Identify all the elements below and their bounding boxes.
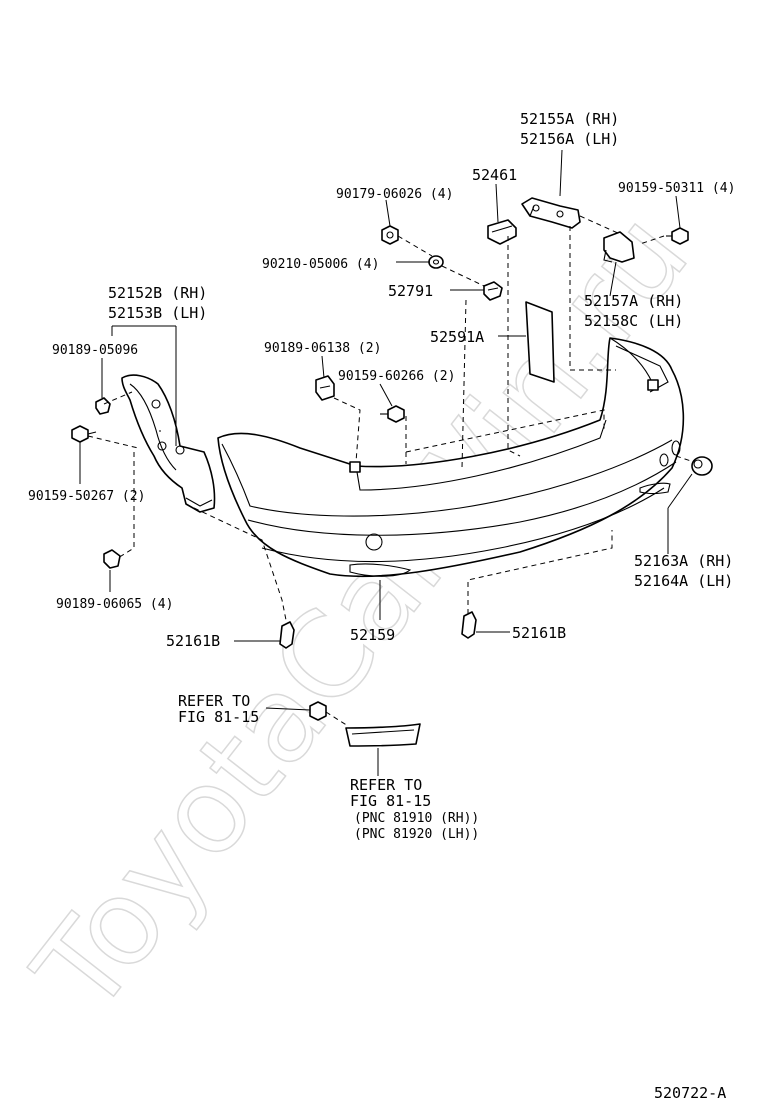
label-52461[interactable]: 52461 <box>472 166 517 184</box>
diagram-id: 520722-A <box>654 1084 726 1102</box>
refer-fig-1-line2[interactable]: FIG 81-15 <box>178 708 259 726</box>
refer-fig-1-line1[interactable]: REFER TO <box>178 692 250 710</box>
refer-fig-2-line1[interactable]: REFER TO <box>350 776 422 794</box>
label-90189-06065[interactable]: 90189-06065 (4) <box>56 597 173 612</box>
part-labels: 52155A (RH) 52156A (LH) 52461 90179-0602… <box>28 110 735 1102</box>
nut-90179[interactable] <box>381 225 399 245</box>
label-90159-50267[interactable]: 90159-50267 (2) <box>28 489 145 504</box>
label-90189-06138[interactable]: 90189-06138 (2) <box>264 341 381 356</box>
cap-52163A[interactable] <box>691 456 713 476</box>
label-90179-06026[interactable]: 90179-06026 (4) <box>336 187 453 202</box>
label-52164A[interactable]: 52164A (LH) <box>634 572 733 590</box>
refer-fig-2-line2[interactable]: FIG 81-15 <box>350 792 431 810</box>
label-90210-05006[interactable]: 90210-05006 (4) <box>262 257 379 272</box>
screw-90159-50267[interactable] <box>71 425 97 443</box>
screw-refer-fig[interactable] <box>309 701 327 721</box>
screw-90159-60266[interactable] <box>380 405 405 423</box>
label-52163A[interactable]: 52163A (RH) <box>634 552 733 570</box>
label-52791[interactable]: 52791 <box>388 282 433 300</box>
label-52157A[interactable]: 52157A (RH) <box>584 292 683 310</box>
label-52155A[interactable]: 52155A (RH) <box>520 110 619 128</box>
washer-90210[interactable] <box>428 255 444 269</box>
label-90159-50311[interactable]: 90159-50311 (4) <box>618 181 735 196</box>
label-52153B[interactable]: 52153B (LH) <box>108 304 207 322</box>
fastener-52161B-left[interactable] <box>279 621 295 649</box>
retainer-52157A[interactable] <box>603 231 635 263</box>
label-90189-05096[interactable]: 90189-05096 <box>52 343 138 358</box>
clip-52791[interactable] <box>483 281 503 301</box>
plate-52591A[interactable] <box>525 301 555 383</box>
label-52158C[interactable]: 52158C (LH) <box>584 312 683 330</box>
refer-fig-2-line3[interactable]: (PNC 81910 (RH)) <box>354 811 479 826</box>
assembly-lines <box>87 215 695 727</box>
label-52161B-left[interactable]: 52161B <box>166 632 220 650</box>
label-52152B[interactable]: 52152B (RH) <box>108 284 207 302</box>
label-52156A[interactable]: 52156A (LH) <box>520 130 619 148</box>
side-retainer[interactable] <box>121 374 216 513</box>
label-52159[interactable]: 52159 <box>350 626 395 644</box>
leader-lines <box>79 149 693 776</box>
label-52161B-right[interactable]: 52161B <box>512 624 566 642</box>
refer-fig-2-line4[interactable]: (PNC 81920 (LH)) <box>354 827 479 842</box>
reflector[interactable] <box>345 723 421 747</box>
label-90159-60266[interactable]: 90159-60266 (2) <box>338 369 455 384</box>
pad-52461[interactable] <box>487 219 517 245</box>
label-52591A[interactable]: 52591A <box>430 328 484 346</box>
clip-90189-06065[interactable] <box>103 549 121 569</box>
clip-90189-06138[interactable] <box>315 375 335 401</box>
bumper-cover[interactable] <box>217 337 685 578</box>
fastener-52161B-right[interactable] <box>461 611 477 639</box>
clip-90189-05096[interactable] <box>95 397 111 415</box>
bracket-52155A[interactable] <box>521 197 581 229</box>
